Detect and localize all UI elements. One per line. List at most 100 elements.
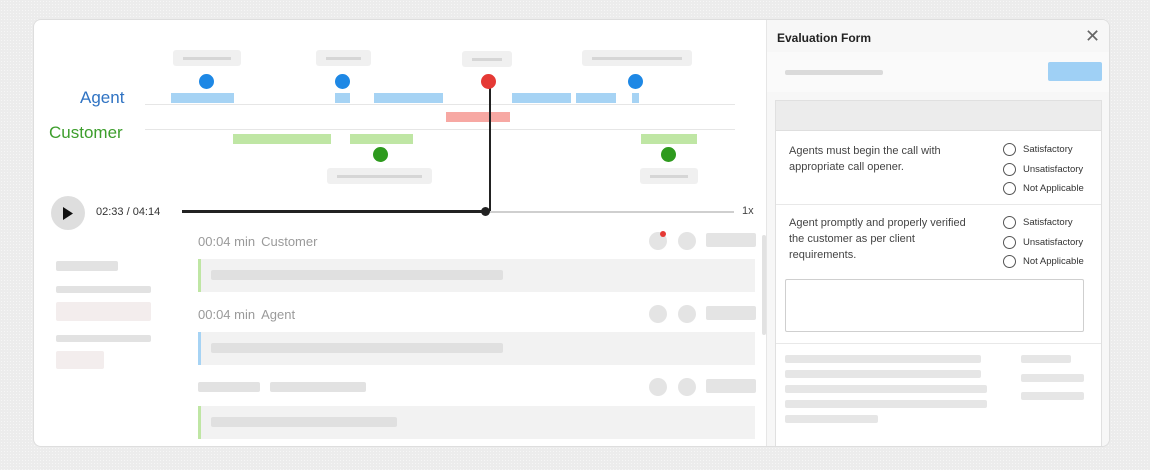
option-unsatisfactory[interactable]: Unsatisfactory — [1003, 162, 1083, 176]
playhead-marker[interactable] — [481, 74, 496, 89]
radio-button[interactable] — [1003, 181, 1016, 195]
tooltip-placeholder — [462, 51, 512, 67]
option-not-applicable[interactable]: Not Applicable — [1003, 254, 1084, 268]
option-satisfactory[interactable]: Satisfactory — [1003, 215, 1073, 229]
sidebar-placeholder — [56, 302, 151, 321]
entry-speaker: Customer — [261, 234, 318, 249]
customer-lane-line — [145, 129, 735, 130]
evaluation-form: Agents must begin the call with appropri… — [775, 100, 1102, 446]
entry-action-placeholder — [706, 379, 756, 393]
entry-action-placeholder — [706, 233, 756, 247]
evaluation-panel: Evaluation Form ✕ Agents must begin the … — [766, 20, 1109, 446]
radio-button[interactable] — [1003, 142, 1016, 156]
agent-lane-label: Agent — [80, 88, 125, 107]
play-icon — [63, 206, 73, 220]
customer-speech-segment[interactable] — [641, 134, 697, 144]
agent-event-marker[interactable] — [199, 74, 214, 89]
agent-event-marker[interactable] — [335, 74, 350, 89]
agent-speech-segment[interactable] — [576, 93, 616, 103]
radio-button[interactable] — [1003, 162, 1016, 176]
playhead-line[interactable] — [489, 82, 491, 212]
comment-textarea[interactable] — [785, 279, 1084, 332]
transcript-scrollbar[interactable] — [762, 235, 766, 335]
question-text: Agent promptly and properly verified the… — [789, 217, 966, 261]
customer-event-marker[interactable] — [661, 147, 676, 162]
text-placeholder — [211, 343, 503, 353]
flag-indicator — [660, 231, 666, 237]
progress-fill — [182, 210, 486, 213]
flag-button[interactable] — [649, 305, 667, 323]
form-placeholder — [785, 385, 987, 393]
agent-speech-segment[interactable] — [335, 93, 350, 103]
entry-duration: 00:04 min — [198, 234, 256, 249]
agent-event-marker[interactable] — [628, 74, 643, 89]
submit-button[interactable] — [1048, 62, 1102, 81]
transcript-entry-header: 00:04 min Agent — [198, 307, 295, 322]
panel-title: Evaluation Form — [777, 31, 872, 45]
tooltip-placeholder — [173, 50, 241, 66]
tooltip-placeholder — [316, 50, 371, 66]
tooltip-placeholder — [640, 168, 698, 184]
form-placeholder — [1021, 355, 1071, 363]
play-button[interactable] — [51, 196, 85, 230]
customer-speech-segment[interactable] — [233, 134, 331, 144]
option-unsatisfactory[interactable]: Unsatisfactory — [1003, 235, 1083, 249]
agent-speech-segment[interactable] — [171, 93, 234, 103]
subheader-placeholder — [785, 70, 883, 75]
comment-button[interactable] — [678, 378, 696, 396]
speaker-color-bar — [198, 332, 201, 365]
sidebar-placeholder — [56, 351, 104, 369]
sidebar-placeholder — [56, 261, 118, 271]
agent-speech-segment[interactable] — [374, 93, 443, 103]
tooltip-placeholder — [582, 50, 692, 66]
transcript-bubble — [198, 332, 755, 365]
agent-speech-segment[interactable] — [632, 93, 639, 103]
option-not-applicable[interactable]: Not Applicable — [1003, 181, 1084, 195]
form-placeholder — [785, 355, 981, 363]
form-placeholder — [1021, 374, 1084, 382]
transcript-entry-header: 00:04 min Customer — [198, 234, 317, 249]
comment-button[interactable] — [678, 232, 696, 250]
form-placeholder — [785, 415, 878, 423]
progress-knob[interactable] — [481, 207, 491, 216]
overlap-segment[interactable] — [446, 112, 510, 122]
text-placeholder — [211, 270, 503, 280]
question-divider — [776, 204, 1101, 205]
customer-speech-segment[interactable] — [350, 134, 413, 144]
comment-button[interactable] — [678, 305, 696, 323]
form-placeholder — [785, 400, 987, 408]
transcript-bubble — [198, 406, 755, 439]
sidebar-placeholder — [56, 286, 151, 293]
option-label: Unsatisfactory — [1023, 236, 1084, 248]
customer-lane-label: Customer — [49, 123, 123, 142]
form-placeholder — [785, 370, 981, 378]
option-label: Unsatisfactory — [1023, 163, 1084, 175]
option-satisfactory[interactable]: Satisfactory — [1003, 142, 1073, 156]
entry-action-placeholder — [706, 306, 756, 320]
speaker-color-bar — [198, 406, 201, 439]
option-label: Not Applicable — [1023, 255, 1084, 267]
entry-speaker: Agent — [261, 307, 296, 322]
radio-button[interactable] — [1003, 254, 1016, 268]
speaker-color-bar — [198, 259, 201, 292]
call-review-card: Agent Customer 02:33 / 04:14 1x — [33, 19, 1110, 447]
option-label: Satisfactory — [1023, 216, 1073, 228]
option-label: Not Applicable — [1023, 182, 1084, 194]
entry-header-placeholder — [270, 382, 366, 392]
question-text: Agents must begin the call with appropri… — [789, 145, 941, 173]
transcript-bubble — [198, 259, 755, 292]
flag-button[interactable] — [649, 378, 667, 396]
playback-speed[interactable]: 1x — [742, 205, 754, 217]
radio-button[interactable] — [1003, 235, 1016, 249]
playback-time: 02:33 / 04:14 — [96, 206, 161, 218]
entry-duration: 00:04 min — [198, 307, 256, 322]
text-placeholder — [211, 417, 397, 427]
tooltip-placeholder — [327, 168, 432, 184]
agent-speech-segment[interactable] — [512, 93, 571, 103]
close-icon[interactable]: ✕ — [1085, 26, 1101, 46]
customer-event-marker[interactable] — [373, 147, 388, 162]
entry-header-placeholder — [198, 382, 260, 392]
sidebar-placeholder — [56, 335, 151, 342]
radio-button[interactable] — [1003, 215, 1016, 229]
progress-track[interactable] — [182, 207, 734, 216]
